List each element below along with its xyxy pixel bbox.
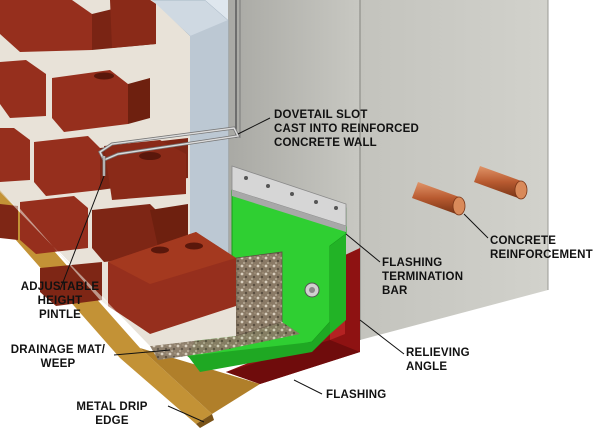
label-flashing-termination-bar: FLASHING TERMINATION BAR (382, 257, 463, 297)
label-adjustable-height-pintle: ADJUSTABLE HEIGHT PINTLE (21, 281, 100, 321)
label-dovetail-slot: DOVETAIL SLOT CAST INTO REINFORCED CONCR… (274, 109, 419, 149)
brick-course-3 (0, 128, 188, 200)
label-termination-bar-line2: TERMINATION (382, 271, 463, 283)
label-drainage-line2: WEEP (41, 358, 76, 370)
label-dovetail-slot-line1: DOVETAIL SLOT (274, 109, 368, 121)
label-termination-bar-line1: FLASHING (382, 257, 442, 269)
label-dovetail-slot-line3: CONCRETE WALL (274, 137, 377, 149)
label-drainage-mat-weep: DRAINAGE MAT/ WEEP (11, 344, 106, 370)
label-concrete-reinforcement: CONCRETE REINFORCEMENT (490, 235, 593, 261)
label-pintle-line2: HEIGHT (38, 295, 83, 307)
label-dovetail-slot-line2: CAST INTO REINFORCED (274, 123, 419, 135)
label-flashing: FLASHING (326, 389, 386, 401)
concrete-reinforcement-bars (412, 166, 528, 216)
label-metal-drip-edge: METAL DRIP EDGE (76, 401, 147, 427)
label-drip-edge-line1: METAL DRIP (76, 401, 147, 413)
label-relieving-angle-line2: ANGLE (406, 361, 447, 373)
label-pintle-line3: PINTLE (39, 309, 81, 321)
brick-veneer (0, 0, 236, 346)
label-concrete-reinforcement-line1: CONCRETE (490, 235, 556, 247)
label-relieving-angle-line1: RELIEVING (406, 347, 470, 359)
label-pintle-line1: ADJUSTABLE (21, 281, 100, 293)
label-concrete-reinforcement-line2: REINFORCEMENT (490, 249, 593, 261)
flashing-termination-bar (231, 165, 347, 232)
rebar-1 (412, 182, 466, 216)
adjustable-pintle (98, 126, 241, 176)
anchor-bolt (304, 282, 320, 298)
label-flashing-line1: FLASHING (326, 389, 386, 401)
drainage-mat (150, 251, 300, 360)
brick-course-4 (20, 196, 188, 262)
brick-course-1 (0, 0, 156, 52)
label-drainage-line1: DRAINAGE MAT/ (11, 344, 106, 356)
label-drip-edge-line2: EDGE (95, 415, 129, 427)
metal-drip-edge (0, 190, 260, 428)
rebar-2 (474, 166, 528, 200)
brick-course-5 (108, 232, 236, 334)
leader-lines (59, 117, 489, 423)
brick-course-2 (0, 60, 150, 132)
label-termination-bar-line3: BAR (382, 285, 408, 297)
label-relieving-angle: RELIEVING ANGLE (406, 347, 470, 373)
